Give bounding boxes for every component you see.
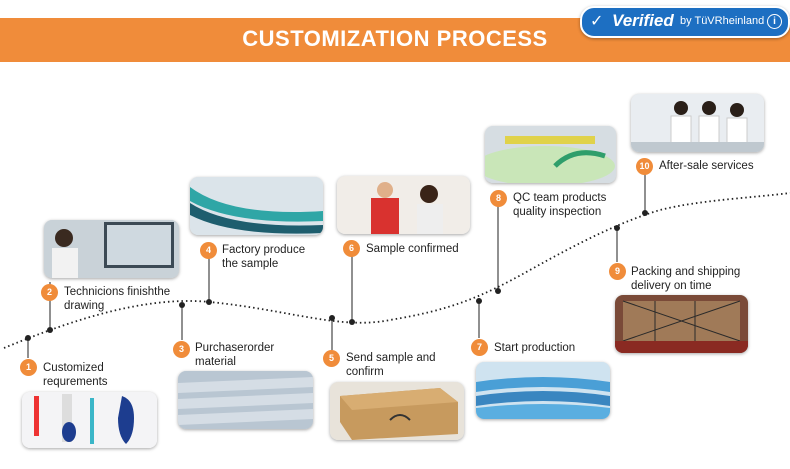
step-8-photo: [485, 126, 616, 183]
step-6-dot: [349, 319, 355, 325]
step-10-number: 10: [636, 158, 653, 175]
step-7-number: 7: [471, 339, 488, 356]
step-3-dot: [179, 302, 185, 308]
step-6-label: Sample confirmed: [366, 243, 459, 255]
step-5-photo: [330, 382, 464, 440]
step-9-dot: [614, 225, 620, 231]
info-icon[interactable]: i: [767, 14, 782, 29]
step-6-photo: [337, 176, 470, 234]
verified-text: Verified: [612, 11, 674, 30]
step-7-photo: [476, 362, 610, 419]
step-4-photo: [190, 177, 323, 235]
step-10-label: After-sale services: [659, 160, 754, 172]
step-10-dot: [642, 210, 648, 216]
step-4-dot: [206, 299, 212, 305]
step-8-dot: [495, 288, 501, 294]
step-4-number: 4: [200, 242, 217, 259]
step-5-number: 5: [323, 350, 340, 367]
badge-by-text: by TüVRheinland: [680, 15, 765, 27]
step-7-dot: [476, 298, 482, 304]
step-2-number: 2: [41, 284, 58, 301]
step-9-photo: [615, 295, 748, 353]
check-icon: ✓: [590, 13, 604, 30]
step-3-number: 3: [173, 341, 190, 358]
step-1-photo: [22, 392, 157, 448]
step-2-dot: [47, 327, 53, 333]
step-6-number: 6: [343, 240, 360, 257]
step-7-label: Start production: [494, 342, 576, 354]
page-title: CUSTOMIZATION PROCESS: [242, 26, 548, 51]
step-8-number: 8: [490, 190, 507, 207]
step-1-number: 1: [20, 359, 37, 376]
step-9-number: 9: [609, 263, 626, 280]
step-5-dot: [329, 315, 335, 321]
step-2-photo: [44, 220, 179, 278]
verified-badge[interactable]: ✓ Verified by TüVRheinland i: [580, 6, 790, 38]
step-3-photo: [178, 371, 313, 429]
step-10-photo: [631, 94, 764, 152]
step-1-dot: [25, 335, 31, 341]
